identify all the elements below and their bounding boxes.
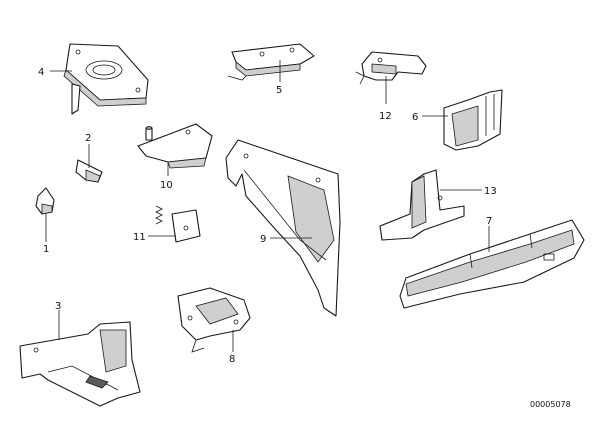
- callout-3: 3: [55, 301, 61, 312]
- callout-4: 4: [38, 67, 44, 78]
- part-11-spring-plate: [155, 205, 201, 243]
- callout-6: 6: [412, 112, 418, 123]
- document-number: 00005078: [530, 400, 571, 409]
- callout-8: 8: [229, 354, 235, 365]
- part-10-bracket: [137, 123, 213, 169]
- callout-7: 7: [486, 216, 492, 227]
- part-1-clip: [35, 187, 55, 215]
- callout-13: 13: [484, 186, 497, 197]
- part-12-bracket: [355, 51, 427, 85]
- part-6-bracket: [443, 89, 503, 151]
- part-3-bracket: [19, 321, 141, 407]
- callout-5: 5: [276, 85, 282, 96]
- callout-10: 10: [160, 180, 173, 191]
- callout-11: 11: [133, 232, 146, 243]
- part-13-support: [379, 169, 465, 241]
- part-2-clip: [75, 159, 103, 183]
- callout-9: 9: [260, 234, 266, 245]
- callout-2: 2: [85, 133, 91, 144]
- part-7-rail: [399, 219, 585, 309]
- part-9-panel: [225, 139, 341, 317]
- part-8-hinge-bracket: [177, 287, 251, 353]
- part-5-bracket: [227, 43, 315, 81]
- callout-1: 1: [43, 244, 49, 255]
- part-4-mounting-plate: [63, 43, 149, 115]
- callout-12: 12: [379, 111, 392, 122]
